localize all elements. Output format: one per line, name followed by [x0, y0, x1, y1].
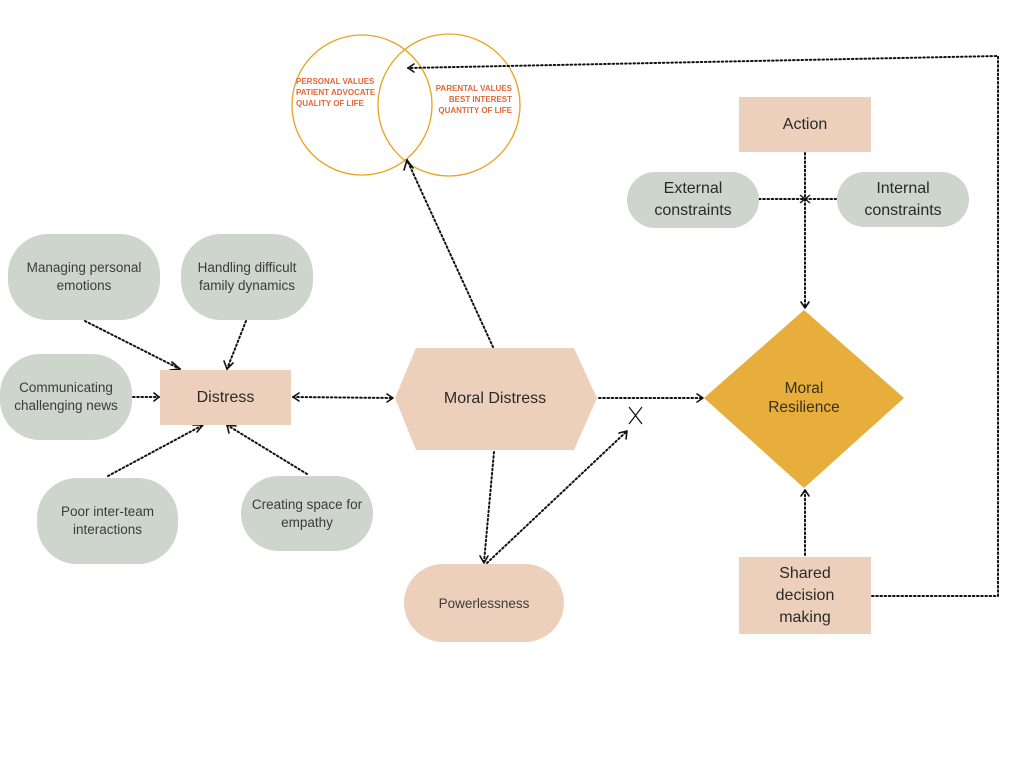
node-distress-label: Distress — [196, 388, 255, 406]
node-action: Action — [739, 97, 871, 152]
node-internal-constraints-label: Internal constraints — [864, 179, 942, 219]
node-managing-emotions-label: Managing personal emotions — [26, 260, 142, 293]
node-family-dynamics-label: Handling difficult family dynamics — [197, 260, 297, 293]
node-moral-resilience-label: Moral Resilience — [768, 380, 840, 416]
connector-moral-distress-powerlessness — [483, 451, 495, 563]
connector-moral-distress-venn — [406, 159, 494, 348]
node-moral-distress: Moral Distress — [416, 348, 574, 450]
node-powerlessness: Powerlessness — [404, 564, 564, 642]
venn-left-line-2: PATIENT ADVOCATE — [296, 88, 376, 97]
venn-circle-right — [377, 33, 521, 177]
node-internal-constraints: Internal constraints — [837, 172, 969, 227]
connector-emotions-distress — [84, 320, 181, 370]
node-communicating-news-label: Communicating challenging news — [14, 380, 118, 413]
connector-distress-moral-distress — [292, 396, 394, 399]
node-space-empathy: Creating space for empathy — [241, 476, 373, 551]
moral-distress-hexagon — [395, 348, 597, 450]
connector-empathy-distress — [226, 424, 308, 475]
node-shared-decision: Shared decision making — [739, 557, 871, 634]
node-action-label: Action — [782, 115, 828, 133]
node-family-dynamics: Handling difficult family dynamics — [181, 234, 313, 320]
venn-right-line-1: PARENTAL VALUES — [436, 84, 513, 93]
node-powerlessness-label: Powerlessness — [438, 595, 530, 611]
venn-right-line-3: QUANTITY OF LIFE — [438, 106, 512, 115]
connector-powerlessness-blocked — [486, 430, 628, 564]
connector-shared-venn-loop — [407, 54, 999, 597]
node-moral-resilience: Moral Resilience — [744, 368, 864, 428]
venn-circle-left — [291, 34, 433, 176]
connector-family-distress — [226, 320, 247, 370]
venn-left-line-1: PERSONAL VALUES — [296, 77, 375, 86]
node-inter-team-label: Poor inter-team interactions — [60, 504, 155, 537]
moral-resilience-diamond — [704, 310, 904, 488]
connector-interteam-distress — [107, 424, 204, 477]
node-managing-emotions: Managing personal emotions — [8, 234, 160, 320]
node-moral-distress-label: Moral Distress — [443, 390, 547, 407]
venn-right-line-2: BEST INTEREST — [449, 95, 512, 104]
node-external-constraints: External constraints — [627, 172, 759, 228]
venn-left-line-3: QUALITY OF LIFE — [296, 99, 365, 108]
node-inter-team: Poor inter-team interactions — [37, 478, 178, 564]
node-shared-decision-label: Shared decision making — [775, 564, 835, 626]
node-communicating-news: Communicating challenging news — [0, 354, 132, 440]
node-external-constraints-label: External constraints — [654, 180, 732, 219]
node-distress: Distress — [160, 370, 291, 425]
node-space-empathy-label: Creating space for empathy — [251, 496, 363, 530]
